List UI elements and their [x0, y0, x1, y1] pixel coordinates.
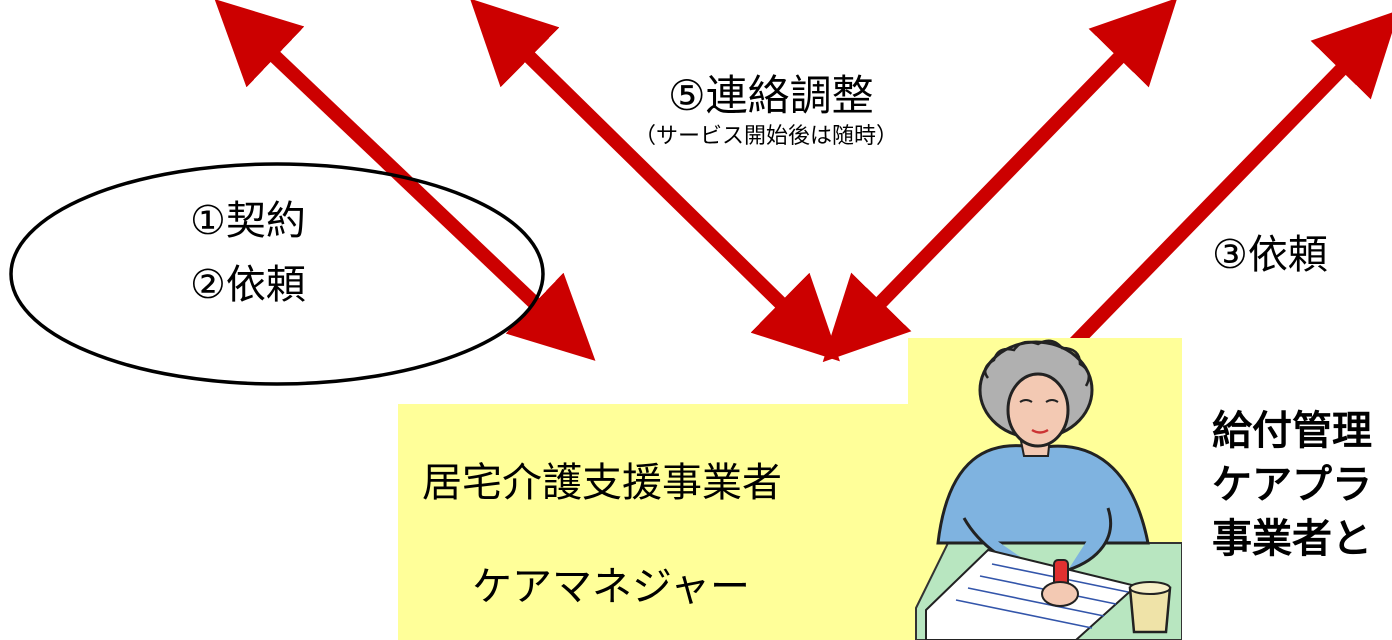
side-text-line-1: 給付管理	[1212, 408, 1372, 454]
care-provider-title: 居宅介護支援事業者	[422, 460, 782, 506]
label-coordination: ⑤連絡調整	[668, 71, 874, 120]
label-coordination-note: （サービス開始後は随時）	[634, 124, 899, 149]
woman-writing-clipart-icon	[908, 338, 1182, 640]
highlight-ellipse	[9, 162, 545, 386]
arrow-coordination-right	[822, 0, 1178, 363]
side-text-line-2: ケアプラ	[1212, 462, 1372, 508]
label-request-3: ③依頼	[1212, 232, 1328, 278]
label-request-2: ②依頼	[190, 262, 306, 308]
side-text-line-3: 事業者と	[1212, 516, 1372, 562]
care-manager-title: ケアマネジャー	[472, 564, 750, 610]
arrow-coordination-left	[470, 0, 840, 362]
arrow-request-3	[1064, 9, 1392, 353]
label-contract: ①契約	[190, 198, 306, 244]
